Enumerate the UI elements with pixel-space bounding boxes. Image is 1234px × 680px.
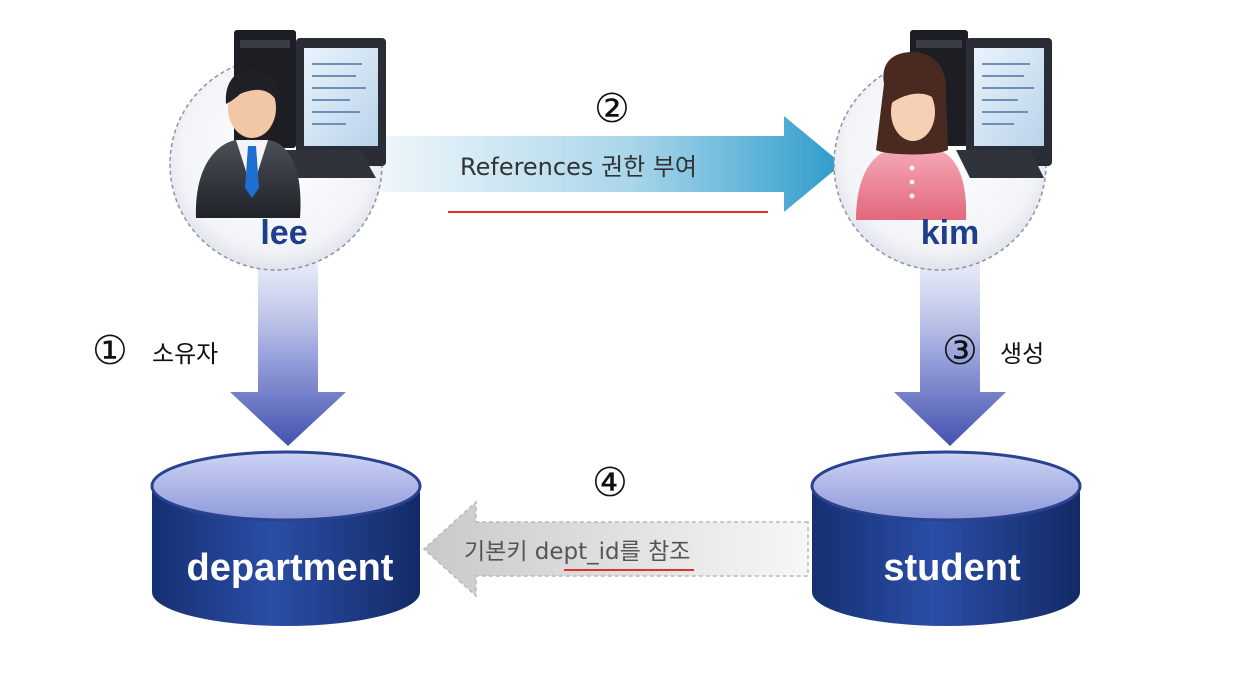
- user-lee-node: lee: [169, 30, 386, 271]
- owner-arrow: [230, 262, 346, 446]
- step-2-label: References 권한 부여: [460, 153, 697, 181]
- step-3-number: ③: [942, 328, 978, 374]
- create-arrow: [894, 262, 1006, 446]
- step-4-number: ④: [592, 460, 628, 506]
- user-kim-label: kim: [921, 214, 980, 252]
- student-table-label: student: [883, 547, 1021, 589]
- student-table-node: student: [810, 450, 1082, 626]
- step-1-label: 소유자: [152, 340, 218, 368]
- step-4-label: 기본키 dept_id를 참조: [464, 539, 690, 565]
- department-table-node: department: [150, 450, 422, 626]
- user-kim-node: kim: [833, 30, 1052, 271]
- computer-icon: [234, 30, 386, 178]
- step-1-number: ①: [92, 328, 128, 374]
- step-3-label: 생성: [1000, 340, 1044, 368]
- step-2-number: ②: [594, 86, 630, 132]
- department-table-label: department: [187, 547, 394, 589]
- grant-arrow: [372, 116, 842, 212]
- reference-arrow: [422, 500, 809, 598]
- woman-avatar-icon: [856, 52, 967, 220]
- man-avatar-icon: [195, 69, 301, 218]
- user-lee-label: lee: [260, 214, 307, 252]
